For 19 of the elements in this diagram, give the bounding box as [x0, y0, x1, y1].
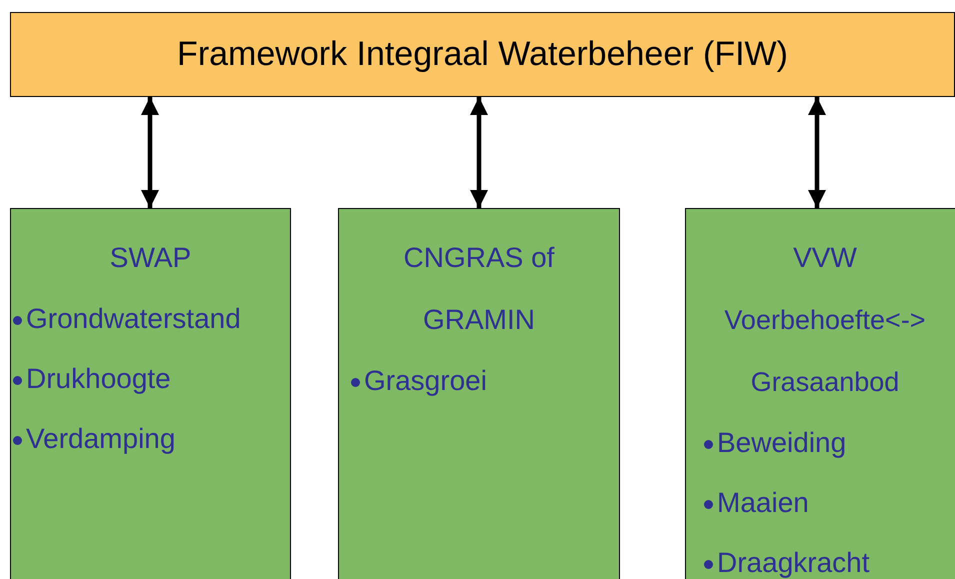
- header-bar: [10, 12, 955, 97]
- box-subtitle: Voerbehoefte<-> Grasaanbod: [723, 304, 927, 399]
- model-box: [338, 208, 620, 579]
- box-title: CNGRAS of GRAMIN: [402, 241, 556, 337]
- bullet-item: Beweiding: [686, 413, 955, 473]
- bullet-item: Drukhoogte: [11, 349, 290, 409]
- box-title: VVW: [792, 241, 858, 275]
- double-arrow: [470, 97, 488, 208]
- header-title: Framework Integraal Waterbeheer (FIW): [177, 35, 788, 74]
- model-box: [10, 208, 291, 579]
- bullet-item: Verdamping: [11, 409, 290, 469]
- double-arrow: [808, 97, 826, 208]
- double-arrow: [141, 97, 159, 208]
- bullet-item: Grondwaterstand: [11, 289, 290, 349]
- bullet-item: Grasgroei: [339, 351, 619, 411]
- bullet-item: Maaien: [686, 473, 955, 533]
- model-box: [685, 208, 955, 579]
- box-title: SWAP: [108, 241, 192, 275]
- bullet-item: Draagkracht: [686, 533, 955, 579]
